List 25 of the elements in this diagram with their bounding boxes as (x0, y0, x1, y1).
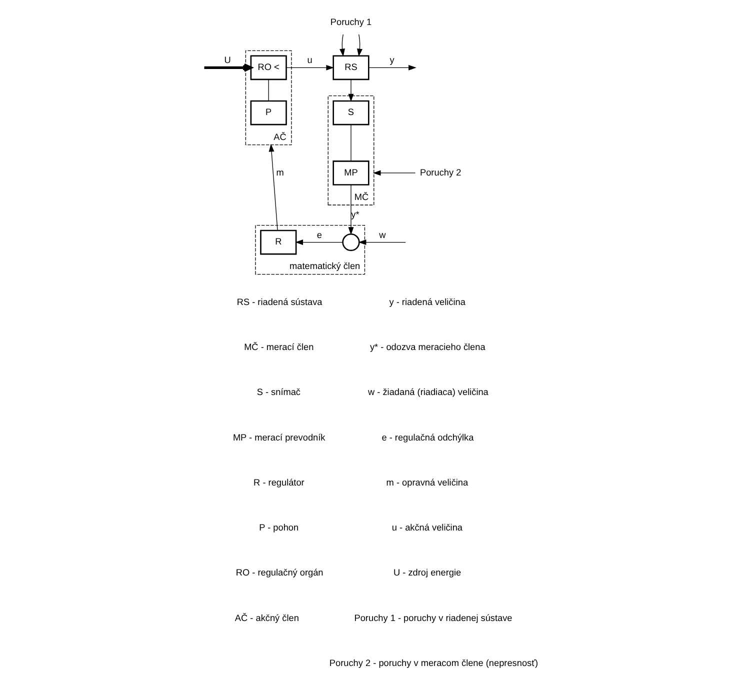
edge-label: e (316, 230, 322, 240)
label: y* - odozva meracieho člena (369, 342, 485, 352)
label: AČ - akčný člen (234, 612, 298, 623)
label: R - regulátor (253, 477, 304, 488)
label: RO - regulačný orgán (235, 568, 323, 578)
edge-label: w (378, 230, 386, 240)
label: e - regulačná odchýlka (381, 432, 474, 442)
label: u - akčná veličina (391, 522, 462, 532)
edge-label: U (224, 55, 230, 66)
label: m - opravná veličina (386, 477, 468, 488)
label: U - zdroj energie (393, 568, 461, 578)
label: P - pohon (258, 522, 298, 532)
edge-label: m (276, 167, 284, 178)
label: w - žiadaná (riadiaca) veličina (368, 387, 488, 398)
edge-label: u (306, 55, 312, 66)
edge-label: y (389, 55, 394, 66)
node-text: Poruchy 1 (330, 16, 372, 27)
label: Poruchy 2 - poruchy v meracom člene (nepresnosť) (328, 658, 538, 668)
node-text: Poruchy 2 (420, 167, 461, 178)
label: S - snímač (256, 387, 300, 398)
label: MČ - merací člen (244, 342, 314, 352)
label: y - riadená veličina (388, 296, 465, 307)
label: Poruchy 1 - poruchy v riadenej sústave (354, 612, 512, 623)
label: RS - riadená sústava (236, 296, 322, 307)
label: MP - merací prevodník (232, 432, 325, 442)
